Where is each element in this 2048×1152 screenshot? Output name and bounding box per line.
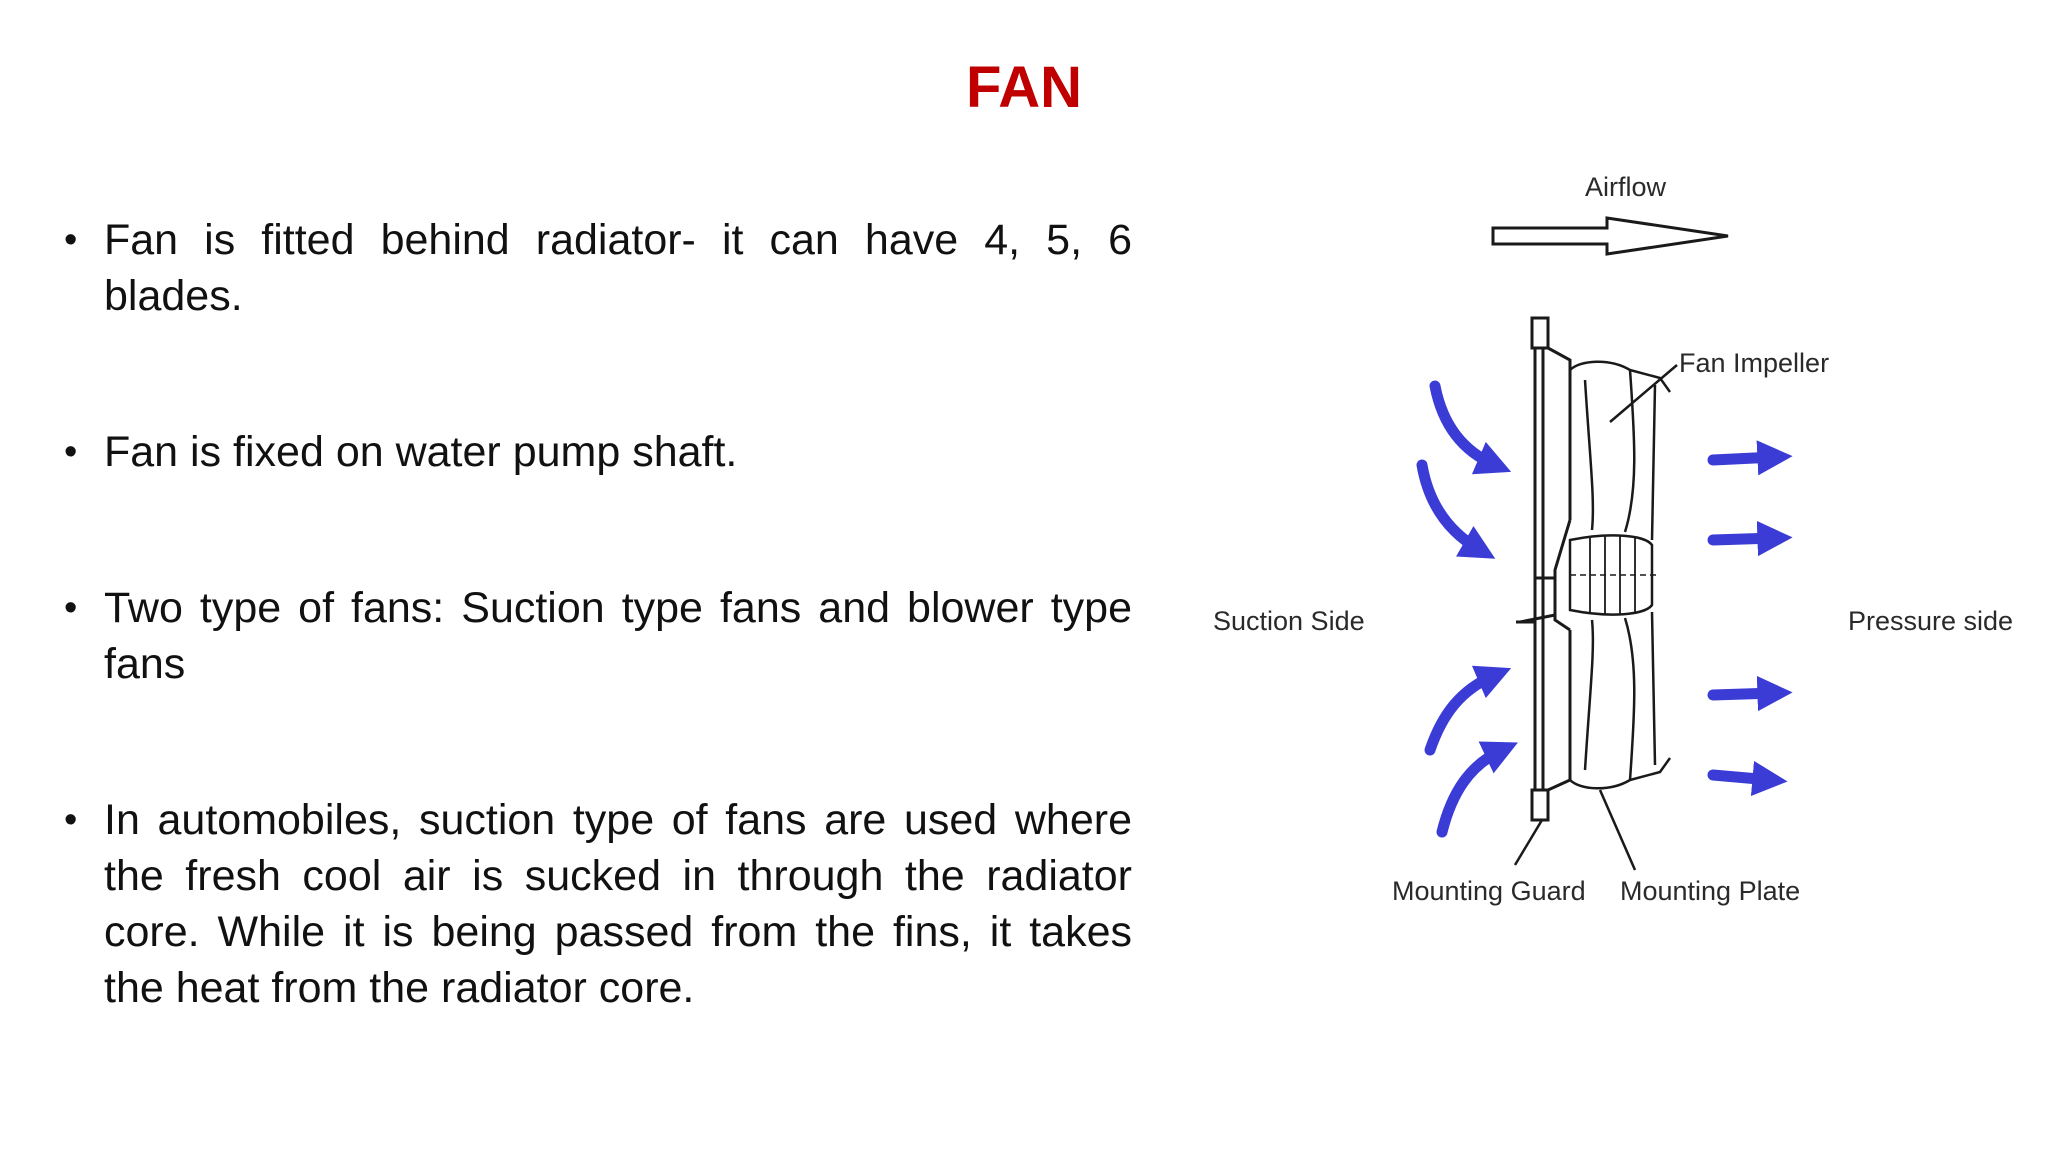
pressure-arrows (1707, 440, 1793, 796)
pressure-side-label: Pressure side (1848, 606, 2013, 636)
pressure-arrow-icon (1707, 760, 1788, 796)
motor-hub (1568, 534, 1660, 616)
bullet-dot-icon: • (64, 587, 78, 629)
bullet-list: • Fan is fitted behind radiator- it can h… (62, 212, 1132, 1016)
fan-housing (1516, 316, 1572, 822)
bullet-item: • In automobiles, suction type of fans ar… (62, 792, 1132, 1016)
bullet-dot-icon: • (64, 799, 78, 841)
fan-diagram-svg: Airflow (1213, 172, 2013, 906)
fan-diagram: Airflow (1190, 160, 2030, 940)
suction-arrow-icon (1429, 380, 1512, 475)
pressure-arrow-icon (1707, 675, 1793, 712)
bullet-item: • Fan is fixed on water pump shaft. (62, 424, 1132, 480)
fan-impeller-label: Fan Impeller (1679, 348, 1829, 378)
bullet-text: Two type of fans: Suction type fans and … (104, 584, 1132, 688)
suction-side-label: Suction Side (1213, 606, 1365, 636)
bullet-dot-icon: • (64, 219, 78, 261)
pressure-arrow-icon (1707, 520, 1793, 557)
airflow-label: Airflow (1585, 172, 1667, 202)
bullet-text: Fan is fixed on water pump shaft. (104, 428, 738, 476)
suction-arrow-icon (1416, 459, 1496, 559)
mounting-plate-leader (1598, 789, 1637, 871)
bullet-item: • Fan is fitted behind radiator- it can h… (62, 212, 1132, 324)
bullet-item: • Two type of fans: Suction type fans and… (62, 580, 1132, 692)
slide-title: FAN (966, 55, 1082, 120)
bullet-text: In automobiles, suction type of fans are… (104, 796, 1132, 1012)
bullet-text: Fan is fitted behind radiator- it can ha… (104, 216, 1132, 320)
mounting-guard-leader (1513, 819, 1544, 866)
mounting-guard-label: Mounting Guard (1392, 876, 1586, 906)
mounting-plate-label: Mounting Plate (1620, 876, 1800, 906)
airflow-arrow-icon (1491, 216, 1729, 256)
suction-arrow-icon (1436, 741, 1518, 838)
pressure-arrow-icon (1707, 440, 1793, 476)
suction-arrows (1416, 380, 1518, 838)
bullet-dot-icon: • (64, 431, 78, 473)
fan-impeller-leader (1609, 364, 1678, 423)
suction-arrow-icon (1424, 665, 1512, 756)
